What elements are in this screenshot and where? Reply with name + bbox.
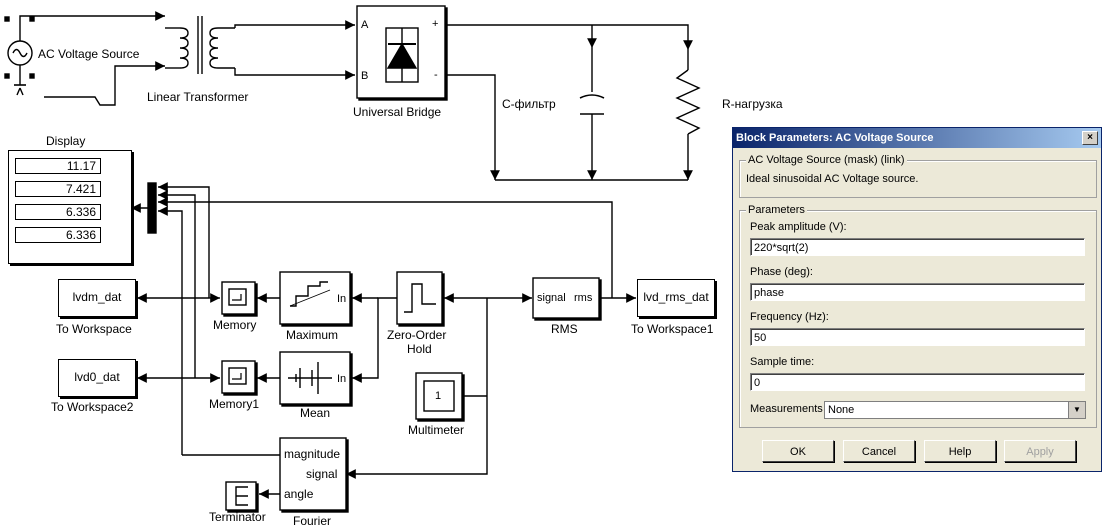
memory-label: Memory xyxy=(213,318,257,332)
bridge-port-a: A xyxy=(361,19,369,31)
measurements-select[interactable]: None ▼ xyxy=(824,401,1086,419)
mask-group-title: AC Voltage Source (mask) (link) xyxy=(746,154,907,166)
display-label: Display xyxy=(46,134,86,148)
measurements-label: Measurements xyxy=(750,403,823,415)
to-workspace1-block[interactable]: lvd_rms_dat xyxy=(637,279,715,317)
sample-time-field[interactable]: 0 xyxy=(750,373,1085,391)
memory1-label: Memory1 xyxy=(209,397,260,411)
dialog-titlebar[interactable]: Block Parameters: AC Voltage Source × xyxy=(733,128,1101,148)
frequency-label: Frequency (Hz): xyxy=(750,311,829,323)
to-workspace1-label: To Workspace1 xyxy=(631,322,714,336)
mean-label: Mean xyxy=(300,406,331,420)
rms-in-port: signal xyxy=(537,292,566,304)
terminator-label: Terminator xyxy=(209,510,266,524)
multimeter-label: Multimeter xyxy=(408,423,465,437)
cancel-button[interactable]: Cancel xyxy=(843,440,915,462)
phase-label: Phase (deg): xyxy=(750,266,813,278)
multimeter-value: 1 xyxy=(435,390,442,402)
display-value-3: 6.336 xyxy=(15,204,101,220)
peak-amplitude-field[interactable]: 220*sqrt(2) xyxy=(750,238,1085,256)
measurements-value: None xyxy=(828,404,855,416)
frequency-field[interactable]: 50 xyxy=(750,328,1085,346)
ok-button[interactable]: OK xyxy=(762,440,834,462)
display-block[interactable]: 11.17 7.421 6.336 6.336 xyxy=(8,150,132,264)
zoh-label-2: Hold xyxy=(407,342,432,356)
sample-time-label: Sample time: xyxy=(750,356,815,368)
bridge-port-b: B xyxy=(361,70,369,82)
display-value-4: 6.336 xyxy=(15,227,101,243)
dialog-title: Block Parameters: AC Voltage Source xyxy=(736,132,934,144)
bridge-port-plus: + xyxy=(432,18,439,30)
phase-field[interactable]: phase xyxy=(750,283,1085,301)
zoh-label-1: Zero-Order xyxy=(387,328,447,342)
mask-description-group: AC Voltage Source (mask) (link) Ideal si… xyxy=(739,154,1097,198)
block-parameters-dialog: Block Parameters: AC Voltage Source × AC… xyxy=(732,127,1102,472)
fourier-port-signal: signal xyxy=(306,467,338,481)
to-workspace2-block[interactable]: lvd0_dat xyxy=(58,359,136,397)
to-workspace-block[interactable]: lvdm_dat xyxy=(58,279,136,317)
display-value-2: 7.421 xyxy=(15,181,101,197)
bridge-label[interactable]: Universal Bridge xyxy=(353,105,442,119)
parameters-group: Parameters xyxy=(739,204,1097,428)
transformer-label[interactable]: Linear Transformer xyxy=(147,90,249,104)
display-value-1: 11.17 xyxy=(15,158,101,174)
rms-out-port: rms xyxy=(574,292,593,304)
mean-in-port: In xyxy=(337,373,347,385)
fourier-port-angle: angle xyxy=(284,487,314,501)
fourier-label: Fourier xyxy=(293,514,332,528)
transformer-icon xyxy=(165,16,235,74)
mask-description: Ideal sinusoidal AC Voltage source. xyxy=(746,173,919,185)
rms-label: RMS xyxy=(551,322,578,336)
c-filter-label[interactable]: С-фильтр xyxy=(502,97,556,111)
apply-button[interactable]: Apply xyxy=(1004,440,1076,462)
chevron-down-icon[interactable]: ▼ xyxy=(1068,402,1085,418)
r-load-label[interactable]: R-нагрузка xyxy=(722,97,783,111)
bridge-port-minus: - xyxy=(434,69,438,81)
fourier-port-magnitude: magnitude xyxy=(284,447,341,461)
to-workspace2-label: To Workspace2 xyxy=(51,400,134,414)
close-icon[interactable]: × xyxy=(1082,131,1098,145)
parameters-group-title: Parameters xyxy=(746,204,807,216)
maximum-in-port: In xyxy=(337,293,347,305)
ac-source-label[interactable]: AC Voltage Source xyxy=(38,47,140,61)
peak-amplitude-label: Peak amplitude (V): xyxy=(750,221,847,233)
help-button[interactable]: Help xyxy=(924,440,996,462)
maximum-label: Maximum xyxy=(286,328,339,342)
to-workspace-label: To Workspace xyxy=(56,322,132,336)
